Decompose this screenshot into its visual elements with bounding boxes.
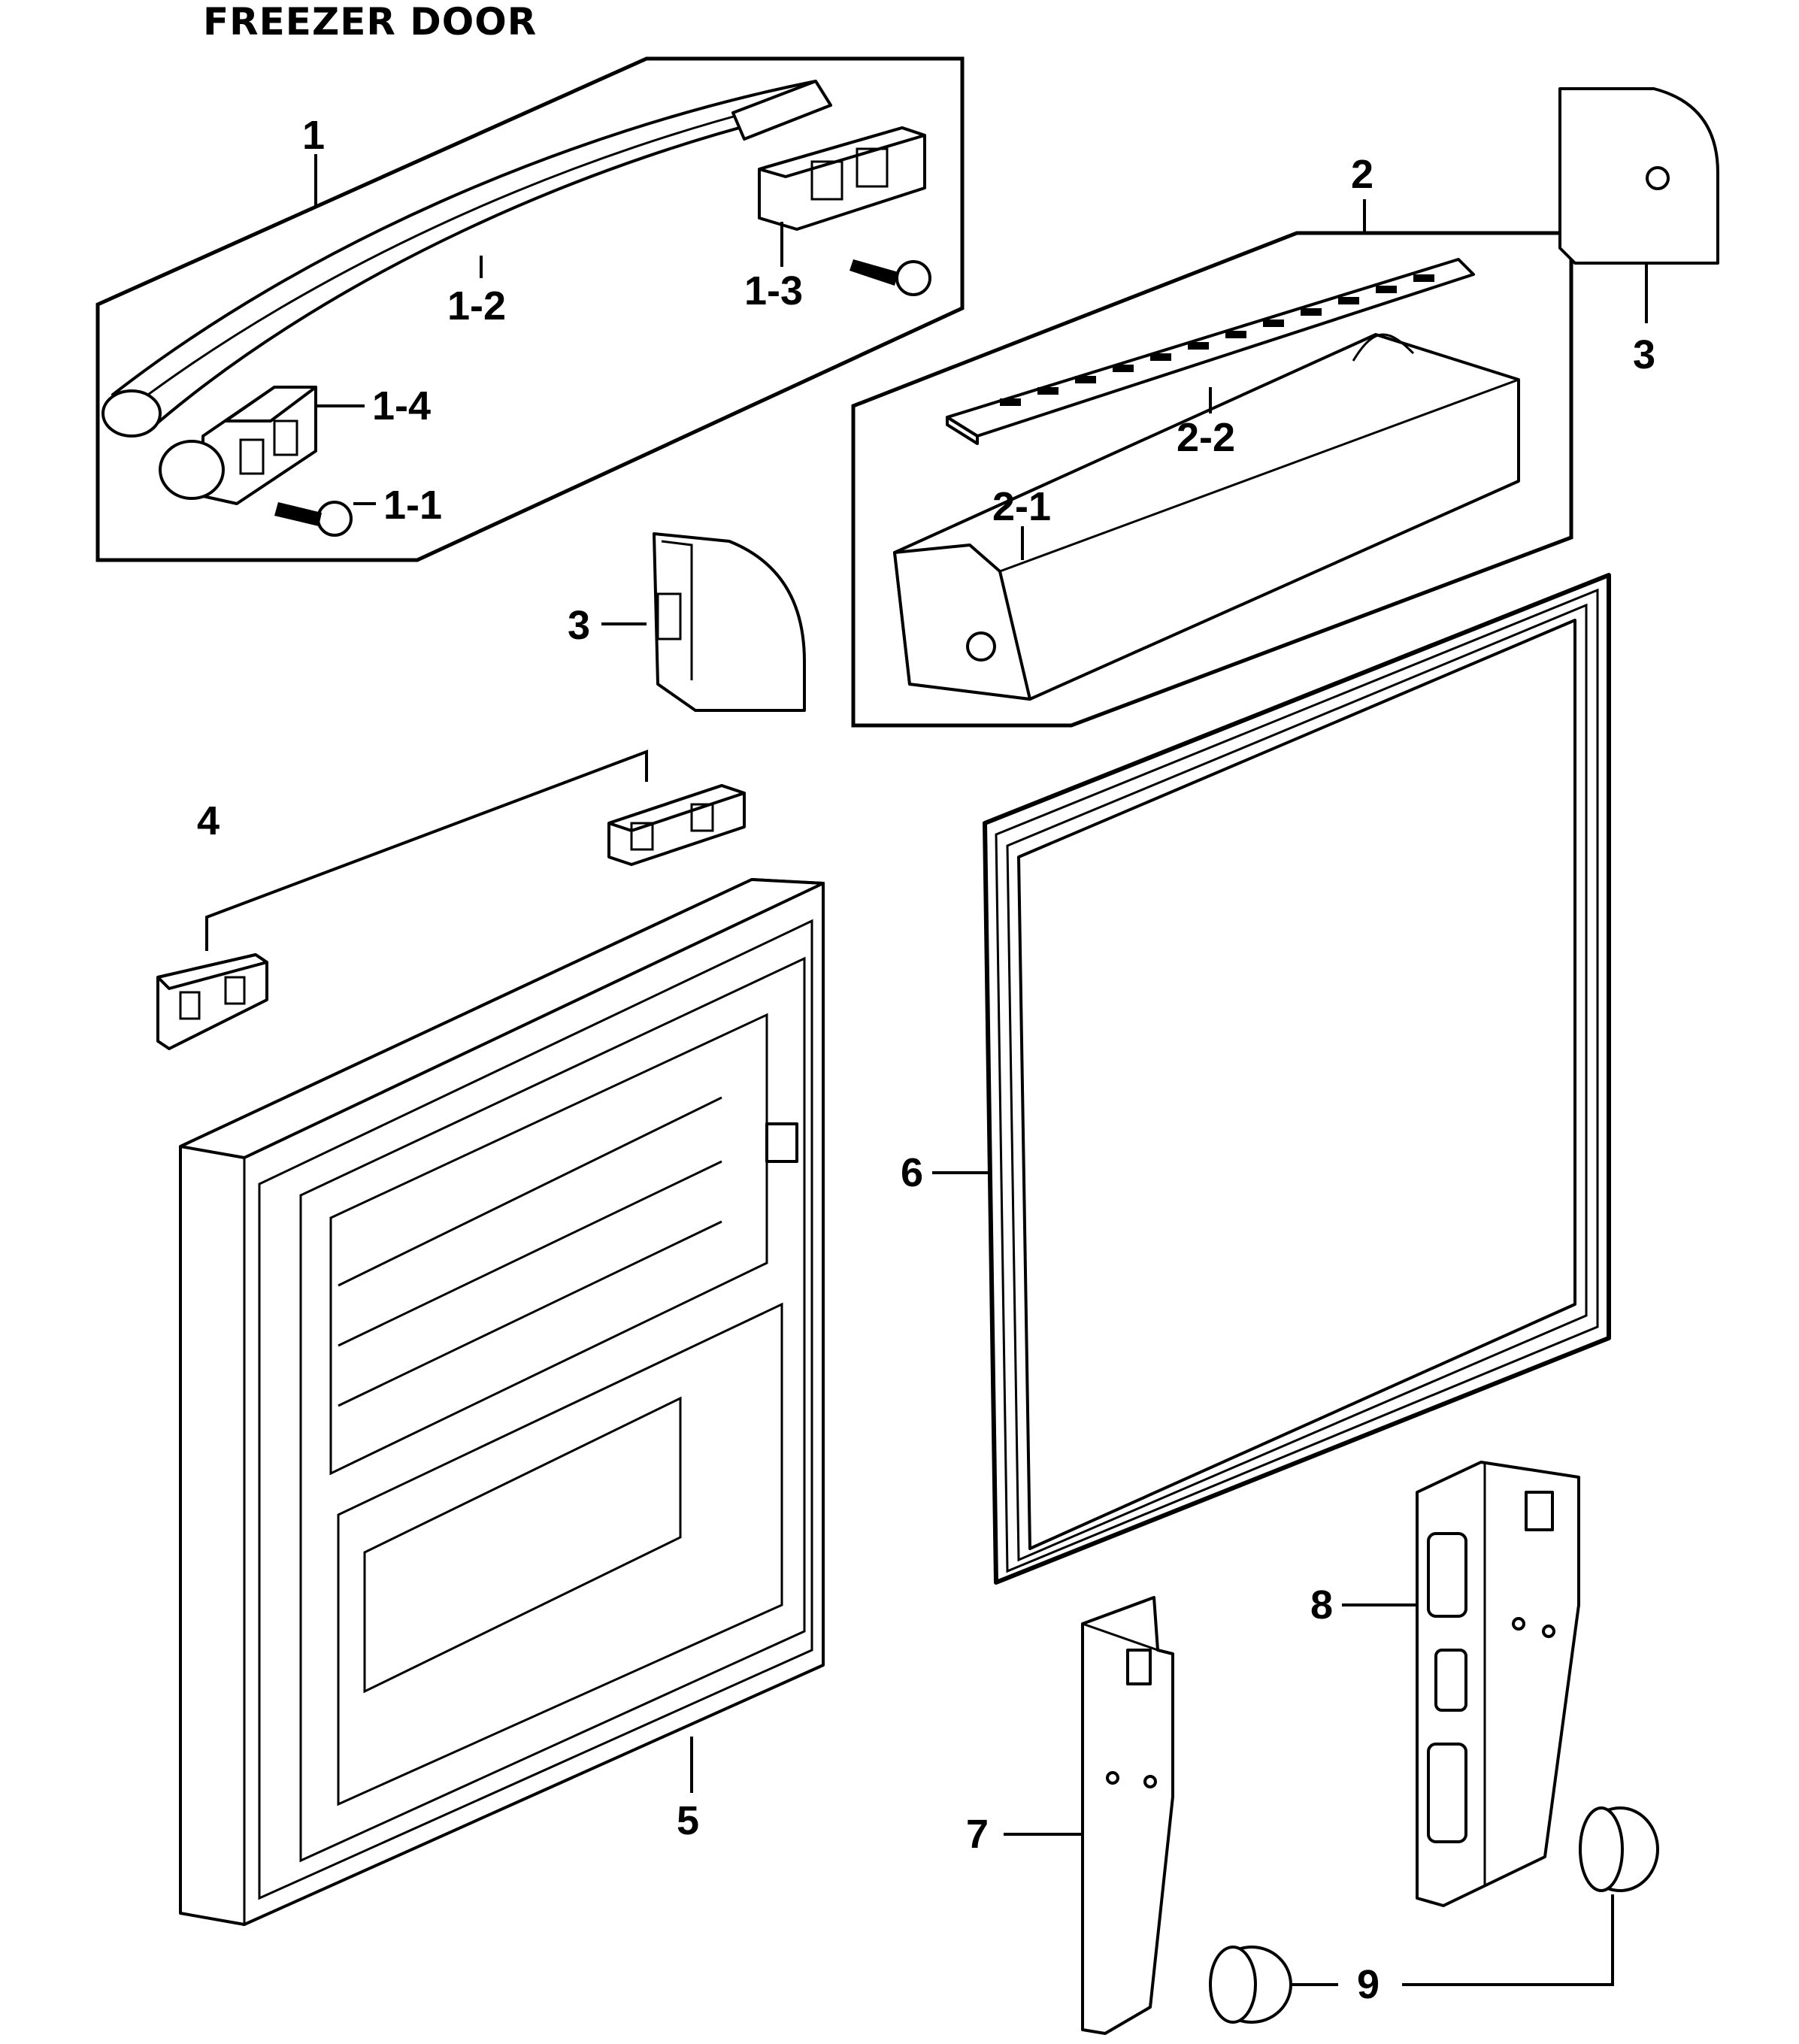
callout-part-1-4: 1-4 — [372, 383, 431, 428]
callout-part-3-middle: 3 — [568, 603, 590, 648]
group-box-part-1 — [95, 56, 965, 562]
hinge-part-4-upper — [607, 784, 746, 866]
hinge-cap-part-9-left — [1209, 1946, 1292, 2024]
screw-icon-part-1-1 — [274, 501, 353, 537]
callout-part-1-3: 1-3 — [744, 268, 803, 313]
bracket-part-8 — [1416, 1461, 1580, 1907]
handle-cap-part-1-4 — [159, 386, 317, 505]
callout-part-1-2: 1-2 — [447, 283, 506, 329]
leader-group-part-4 — [205, 749, 648, 951]
callout-part-5: 5 — [677, 1798, 699, 1843]
hinge-part-4-lower — [156, 953, 268, 1050]
hinge-cap-part-9-right — [1579, 1806, 1659, 1892]
bracket-part-7 — [1081, 1596, 1174, 2035]
callout-part-9: 9 — [1357, 1962, 1380, 2007]
screw-icon-part-1-3 — [850, 259, 931, 296]
callout-part-4: 4 — [197, 798, 220, 843]
group-box-part-2 — [851, 231, 1573, 728]
callout-part-6: 6 — [901, 1150, 923, 1195]
end-cap-part-3-top — [1558, 87, 1719, 265]
callout-part-1-1: 1-1 — [383, 483, 442, 528]
door-bin-part-2-1 — [893, 333, 1520, 701]
callout-part-2-1: 2-1 — [992, 484, 1051, 529]
callout-part-3-top: 3 — [1633, 332, 1655, 377]
callout-part-1: 1 — [302, 113, 325, 158]
callout-part-7: 7 — [966, 1812, 989, 1857]
callout-part-8: 8 — [1310, 1582, 1333, 1628]
diagram-title: FREEZER DOOR — [203, 0, 538, 44]
bin-guard-part-2-2 — [946, 258, 1475, 445]
leader-part-9-right — [1402, 1894, 1614, 1986]
end-cap-part-3-middle — [653, 532, 806, 712]
callout-part-2: 2 — [1351, 152, 1373, 197]
door-panel-part-5 — [179, 878, 825, 1927]
handle-cap-part-1-3 — [758, 126, 926, 231]
gasket-part-6 — [983, 573, 1611, 1585]
callout-part-2-2: 2-2 — [1177, 415, 1235, 460]
handle-part-1-2 — [101, 80, 832, 438]
